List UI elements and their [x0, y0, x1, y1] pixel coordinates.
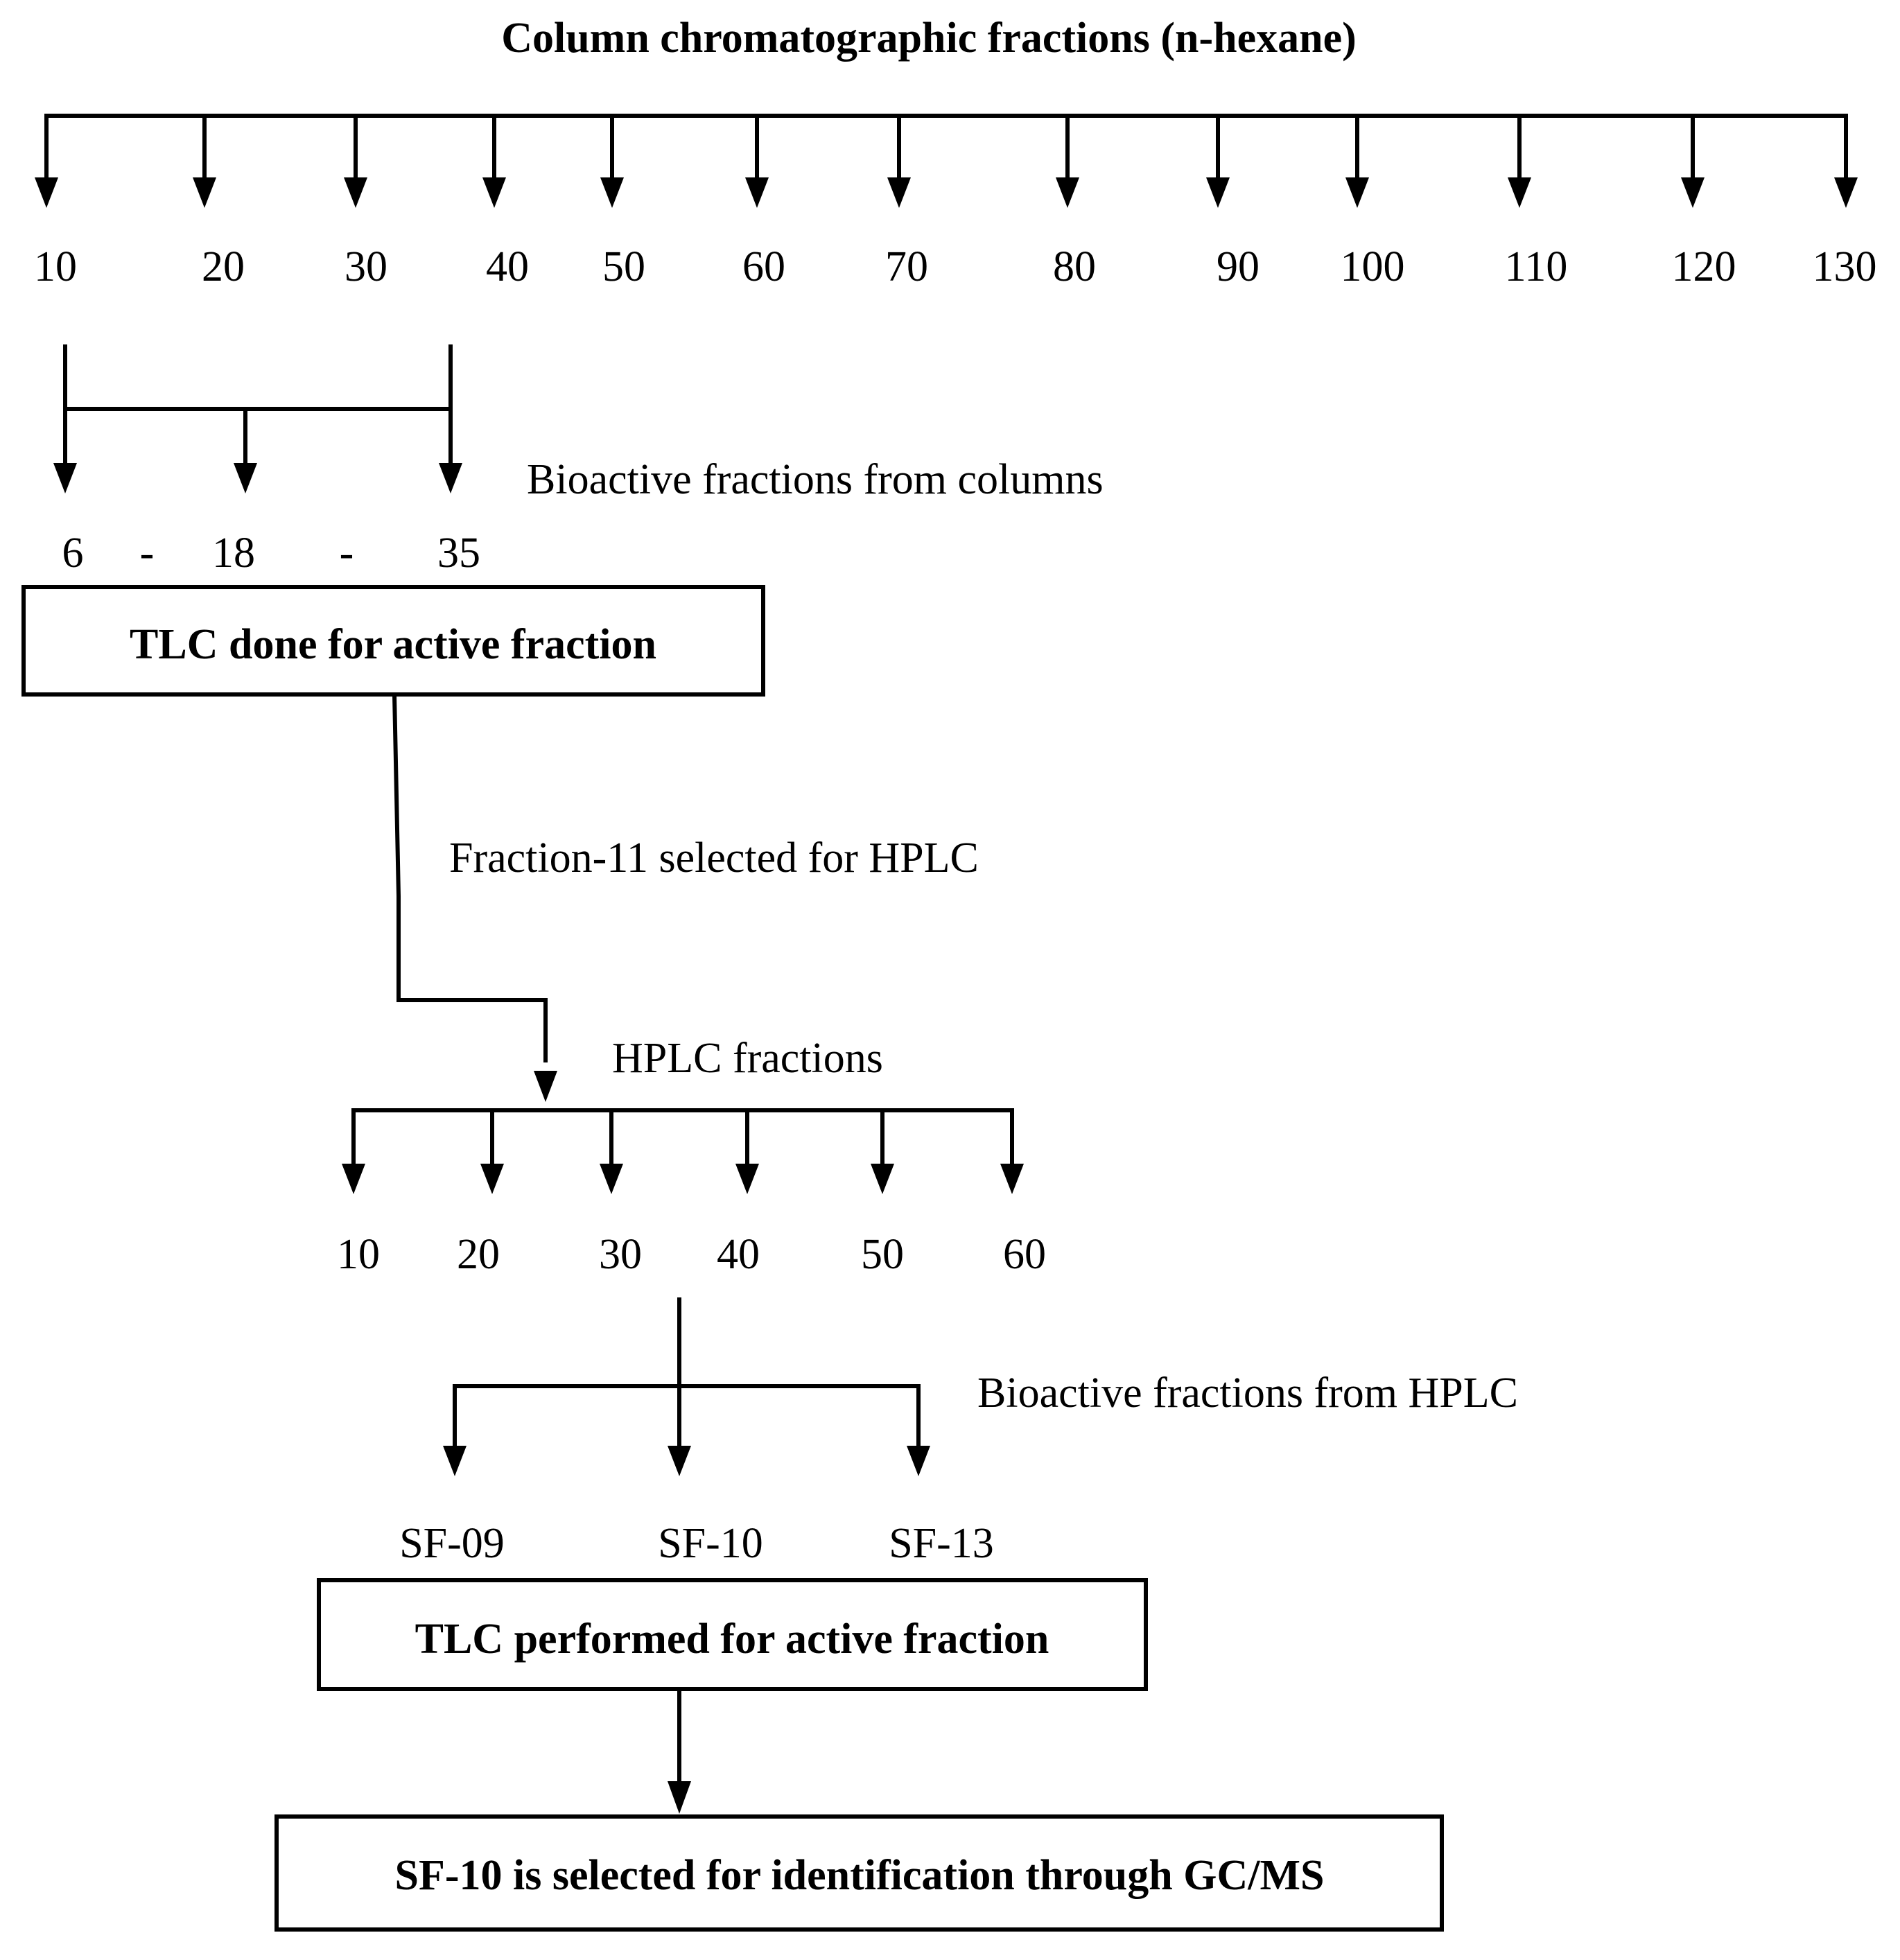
column-fraction-arrow-1-head — [35, 177, 58, 208]
column-fraction-label-9: 90 — [1217, 243, 1260, 290]
column-fraction-label-1: 10 — [34, 243, 77, 290]
column-fraction-label-12: 120 — [1672, 243, 1736, 290]
hplc-fraction-arrow-1-head — [342, 1164, 365, 1194]
bioactive-column-separator-2: - — [340, 530, 354, 577]
bioactive-hplc-value-1: SF-09 — [399, 1520, 505, 1567]
hplc-fraction-arrow-2-head — [480, 1164, 504, 1194]
column-fraction-arrow-7-head — [887, 177, 911, 208]
bioactive-column-value-2: 18 — [212, 530, 255, 577]
hplc-fraction-label-6: 60 — [1003, 1231, 1046, 1278]
final-arrowhead — [668, 1781, 691, 1814]
column-fraction-arrow-12-head — [1681, 177, 1705, 208]
column-fraction-arrow-4-head — [482, 177, 506, 208]
hplc-fraction-arrow-4-head — [735, 1164, 759, 1194]
selection-arrowhead — [534, 1071, 557, 1102]
bioactive-hplc-value-3: SF-13 — [889, 1520, 994, 1567]
fraction-selection-label: Fraction-11 selected for HPLC — [449, 834, 979, 882]
hplc-fraction-arrow-3-head — [600, 1164, 623, 1194]
bioactive-column-arrows — [53, 407, 462, 493]
column-fraction-arrows — [35, 114, 1858, 208]
column-fraction-arrow-8-head — [1056, 177, 1079, 208]
column-fraction-arrow-3-head — [344, 177, 367, 208]
bioactive-hplc-arrow-3-head — [907, 1446, 930, 1476]
bioactive-column-arrow-1-head — [53, 463, 77, 493]
bioactive-column-separator-1: - — [140, 530, 155, 577]
hplc-fraction-arrows — [342, 1108, 1024, 1194]
hplc-fraction-label-2: 20 — [457, 1231, 500, 1278]
bioactive-column-value-3: 35 — [437, 530, 480, 577]
column-fraction-arrow-5-head — [600, 177, 624, 208]
tlc-performed-box — [317, 1578, 1148, 1691]
hplc-fractions-label: HPLC fractions — [612, 1035, 883, 1082]
tlc-active-fraction-box — [21, 585, 765, 697]
hplc-fraction-arrow-5-head — [871, 1164, 894, 1194]
column-fraction-label-13: 130 — [1813, 243, 1877, 290]
bioactive-hplc-arrow-2-head — [668, 1446, 691, 1476]
column-fraction-label-7: 70 — [885, 243, 928, 290]
tlc-performed-box-label: TLC performed for active fraction — [415, 1616, 1049, 1663]
hplc-fraction-label-5: 50 — [861, 1231, 904, 1278]
bioactive-hplc-label: Bioactive fractions from HPLC — [977, 1370, 1518, 1417]
bioactive-hplc-arrows — [443, 1384, 930, 1476]
bioactive-column-label: Bioactive fractions from columns — [527, 456, 1104, 503]
column-fraction-label-6: 60 — [742, 243, 785, 290]
column-fraction-label-4: 40 — [486, 243, 529, 290]
bioactive-hplc-value-2: SF-10 — [658, 1520, 763, 1567]
column-fraction-arrow-13-head — [1834, 177, 1858, 208]
hplc-fraction-labels: 10 20 30 40 50 60 — [337, 1231, 1046, 1278]
column-fraction-arrow-2-head — [193, 177, 216, 208]
column-fraction-label-2: 20 — [202, 243, 245, 290]
column-fraction-arrow-6-head — [745, 177, 769, 208]
column-fraction-arrow-10-head — [1345, 177, 1369, 208]
column-fraction-label-11: 110 — [1505, 243, 1568, 290]
diagram-title: Column chromatographic fractions (n-hexa… — [501, 15, 1357, 62]
gcms-selection-box — [274, 1814, 1444, 1932]
column-fraction-label-5: 50 — [602, 243, 645, 290]
hplc-fraction-label-4: 40 — [717, 1231, 760, 1278]
selection-connector — [392, 692, 548, 1062]
column-fraction-label-8: 80 — [1053, 243, 1096, 290]
column-fraction-label-3: 30 — [345, 243, 387, 290]
column-fraction-label-10: 100 — [1341, 243, 1405, 290]
bioactive-column-arrow-2-head — [234, 463, 257, 493]
bioactive-column-arrow-3-head — [439, 463, 462, 493]
hplc-fraction-arrow-6-head — [1000, 1164, 1024, 1194]
column-fraction-arrow-9-head — [1206, 177, 1230, 208]
tlc-active-fraction-box-label: TLC done for active fraction — [130, 621, 656, 668]
bioactive-hplc-arrow-1-head — [443, 1446, 467, 1476]
hplc-fraction-label-1: 10 — [337, 1231, 380, 1278]
gcms-selection-box-label: SF-10 is selected for identification thr… — [395, 1852, 1325, 1899]
column-fraction-arrow-11-head — [1508, 177, 1531, 208]
column-fraction-labels: 10 20 30 40 50 60 70 80 90 100 110 120 130 — [34, 243, 1877, 290]
hplc-fraction-label-3: 30 — [599, 1231, 642, 1278]
bioactive-column-value-1: 6 — [62, 530, 84, 577]
